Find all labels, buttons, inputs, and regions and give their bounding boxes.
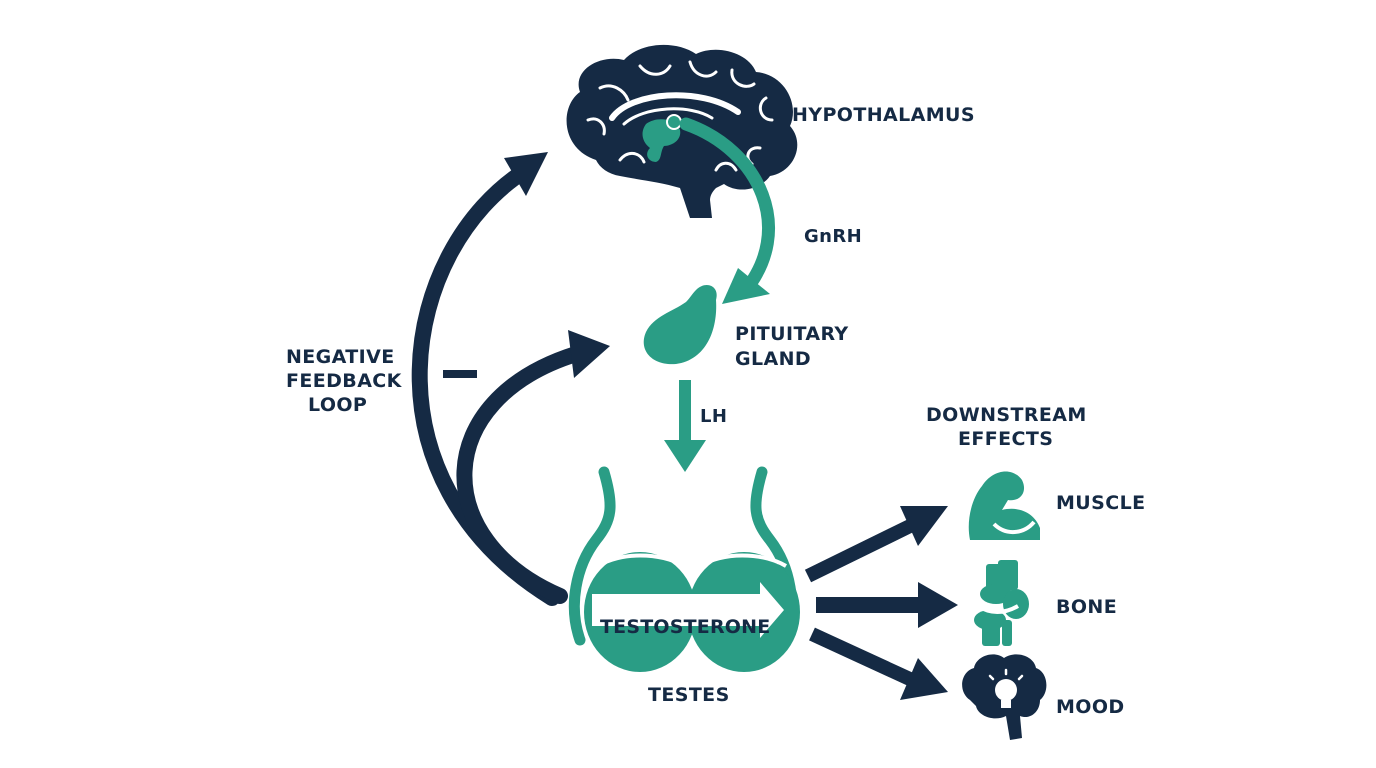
hypothalamus-dot bbox=[666, 114, 682, 130]
knee-joint-icon bbox=[974, 560, 1029, 646]
mood-label: MOOD bbox=[1056, 696, 1125, 718]
feedback-arrow-to-pituitary bbox=[456, 330, 610, 604]
gnrh-arrow bbox=[679, 117, 775, 304]
pituitary-label-line1: PITUITARY bbox=[735, 323, 849, 345]
arrow-to-bone bbox=[816, 582, 958, 628]
flexed-arm-icon bbox=[968, 471, 1040, 540]
downstream-label-line1: DOWNSTREAM bbox=[926, 404, 1087, 426]
downstream-label-line2: EFFECTS bbox=[958, 428, 1054, 450]
hypothalamus-label: HYPOTHALAMUS bbox=[792, 104, 975, 126]
lh-arrow bbox=[664, 380, 706, 472]
feedback-label-line2: FEEDBACK bbox=[286, 370, 402, 392]
negative-sign bbox=[443, 370, 477, 378]
corpus-callosum bbox=[609, 92, 741, 121]
left-testis-outline bbox=[568, 466, 616, 646]
feedback-label-line1: NEGATIVE bbox=[286, 346, 395, 368]
testosterone-band bbox=[592, 582, 784, 638]
testosterone-label: TESTOSTERONE bbox=[600, 616, 771, 638]
lh-label: LH bbox=[700, 406, 728, 427]
arrow-to-mood bbox=[809, 627, 948, 700]
pituitary-label-line2: GLAND bbox=[735, 348, 812, 370]
muscle-label: MUSCLE bbox=[1056, 492, 1146, 514]
brain-lightbulb-icon bbox=[962, 654, 1047, 740]
brain-icon bbox=[566, 44, 798, 218]
ventricle bbox=[622, 107, 714, 126]
arrow-to-muscle bbox=[804, 506, 948, 583]
testes-icon bbox=[568, 466, 800, 672]
feedback-label-line3: LOOP bbox=[308, 394, 368, 416]
pituitary-gland-icon bbox=[643, 285, 717, 365]
gnrh-label: GnRH bbox=[804, 226, 863, 247]
bone-label: BONE bbox=[1056, 596, 1118, 618]
testes-label: TESTES bbox=[648, 684, 730, 706]
hypothalamus-region bbox=[642, 119, 681, 162]
brain-outline bbox=[566, 44, 798, 218]
